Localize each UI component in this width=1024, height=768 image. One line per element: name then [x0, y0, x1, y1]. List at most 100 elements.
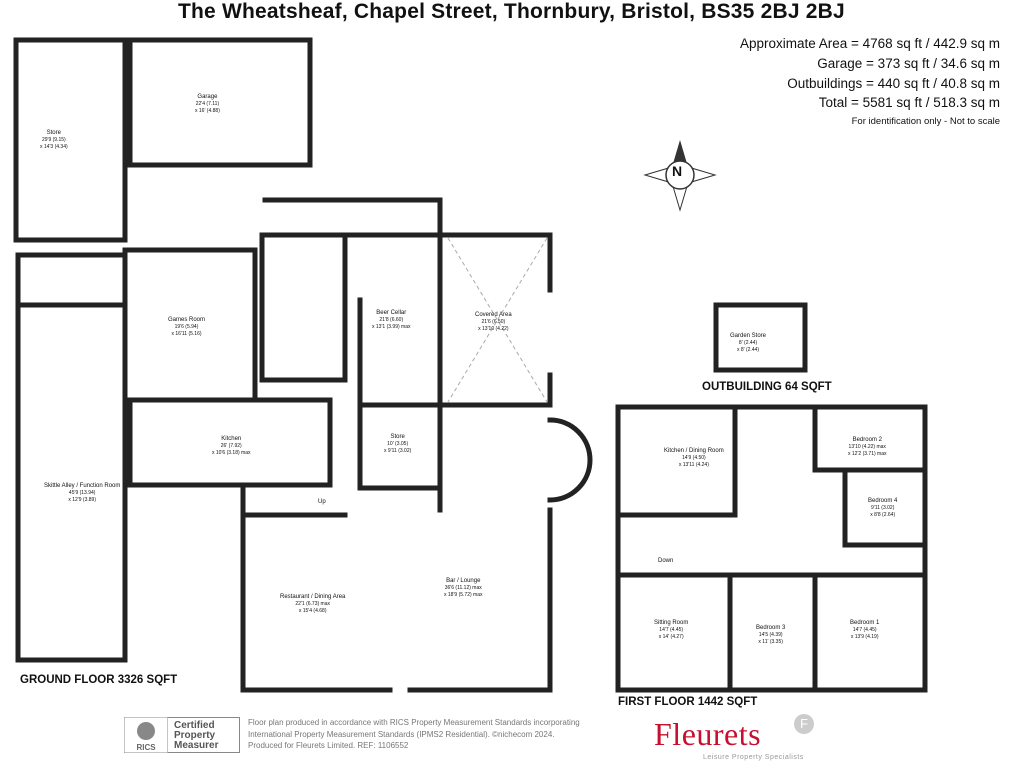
footer-line: Produced for Fleurets Limited. REF: 1106…: [248, 741, 409, 750]
room-name: Bar / Lounge: [446, 578, 481, 584]
room-dim: 36'6 (11.12) max: [444, 585, 482, 591]
brand-logo: Fleurets: [654, 716, 762, 752]
room-games: Games Room 19'6 (5.94) x 16'11 (5.16): [168, 317, 205, 338]
total-area: Total = 5581 sq ft / 518.3 sq m: [818, 95, 1000, 111]
room-dim: 19'6 (5.94): [174, 324, 199, 330]
rics-line: Certified: [174, 720, 215, 731]
room-name: Kitchen / Dining Room: [664, 448, 724, 454]
room-dim: x 13'9 (4.19): [850, 634, 879, 640]
room-dim: x 8' (2.44): [736, 347, 760, 353]
room-dim: x 8'8 (2.64): [870, 512, 896, 518]
wall-garden-store: [713, 302, 808, 373]
room-beer-cellar: Beer Cellar 21'8 (6.60) x 13'1 (3.99) ma…: [372, 310, 410, 331]
room-dim: 29'9 (9.15): [41, 137, 66, 143]
room-covered-area: Covered Area 21'6 (6.50) x 13'10 (4.22): [475, 312, 512, 333]
room-name: Garage: [197, 94, 218, 100]
wall-skittle: [15, 252, 128, 663]
room-name: Bedroom 1: [850, 620, 880, 626]
footer-line: International Property Measurement Stand…: [248, 729, 555, 739]
room-name: Sitting Room: [654, 620, 689, 626]
wall-restaurant: [240, 485, 553, 693]
wall-first-outer: [615, 404, 928, 693]
room-name: Store: [390, 434, 405, 440]
room-dim: 22'1 (6.73) max: [295, 601, 330, 607]
room-dim: x 12'9 (3.89): [68, 497, 96, 503]
room-dim: 21'8 (6.60): [379, 317, 404, 323]
room-dim: 14'9 (4.50): [681, 455, 706, 461]
compass-icon: [643, 140, 717, 212]
room-bedroom-2: Bedroom 2 13'10 (4.22) max x 12'2 (3.71)…: [848, 437, 886, 458]
area-summary: Approximate Area = 4768 sq ft / 442.9 sq…: [740, 34, 1000, 129]
room-dim: 14'7 (4.45): [852, 627, 877, 633]
page-title: The Wheatsheaf, Chapel Street, Thornbury…: [178, 0, 845, 23]
stairs-up-label: Up: [318, 499, 326, 505]
brand-tagline: Leisure Property Specialists: [703, 754, 804, 761]
room-name: Games Room: [168, 317, 206, 323]
scale-note: For identification only - Not to scale: [851, 116, 1000, 128]
wall-kitchen: [127, 397, 333, 488]
room-name: Covered Area: [475, 312, 512, 318]
room-garden-store: Garden Store 8' (2.44) x 8' (2.44): [730, 333, 766, 354]
room-dim: x 15'4 (4.68): [298, 608, 327, 614]
room-dim: 9'11 (3.02): [870, 505, 895, 511]
room-dim: 45'9 (13.94): [68, 490, 96, 496]
room-name: Beer Cellar: [376, 310, 407, 316]
wall-garage: [127, 37, 313, 168]
wall-bar-bay: [547, 417, 593, 503]
room-dim: 26' (7.92): [220, 443, 242, 449]
wall-top-bar: [262, 197, 443, 238]
room-dim: 22'4 (7.11): [195, 101, 220, 107]
room-sitting-room: Sitting Room 14'7 (4.45) x 14' (4.27): [654, 620, 688, 641]
room-dim: x 14'3 (4.34): [40, 144, 68, 150]
room-skittle-alley: Skittle Alley / Function Room 45'9 (13.9…: [44, 483, 120, 504]
room-dim: 14'7 (4.45): [659, 627, 684, 633]
room-name: Kitchen: [221, 436, 242, 442]
room-bedroom-3: Bedroom 3 14'5 (4.39) x 11' (3.35): [756, 625, 785, 646]
brand-mark-icon: F: [794, 714, 814, 734]
room-dim: x 14' (4.27): [658, 634, 684, 640]
footer-text: Floor plan produced in accordance with R…: [248, 717, 580, 752]
room-dim: 21'6 (6.50): [481, 319, 506, 325]
room-dim: x 13'10 (4.22): [478, 326, 509, 332]
room-dim: x 10'6 (3.18) max: [212, 450, 251, 456]
room-store-2: Store 10' (3.05) x 9'11 (3.02): [384, 434, 411, 455]
room-name: Garden Store: [730, 333, 767, 339]
first-floor-label: FIRST FLOOR 1442 SQFT: [618, 696, 758, 708]
rics-badge: Certified Property Measurer: [168, 717, 240, 753]
room-name: Bedroom 4: [868, 498, 898, 504]
room-dim: x 16'11 (5.16): [171, 331, 202, 337]
room-name: Restaurant / Dining Area: [280, 594, 346, 600]
room-kitchen-dining: Kitchen / Dining Room 14'9 (4.50) x 13'1…: [664, 448, 724, 469]
wall-store: [13, 37, 128, 243]
stairs-down-label: Down: [658, 558, 674, 564]
rics-logo-icon: RICS: [123, 716, 169, 754]
room-dim: 8' (2.44): [738, 340, 758, 346]
garage-area: Garage = 373 sq ft / 34.6 sq m: [817, 55, 1000, 71]
wall-wc: [259, 232, 348, 383]
room-dim: 14'5 (4.39): [758, 632, 783, 638]
room-garage: Garage 22'4 (7.11) x 16' (4.88): [195, 94, 220, 115]
room-name: Bedroom 2: [852, 437, 882, 443]
room-bar-lounge: Bar / Lounge 36'6 (11.12) max x 18'9 (5.…: [444, 578, 482, 599]
room-dim: x 13'11 (4.24): [678, 462, 709, 468]
room-store: Store 29'9 (9.15) x 14'3 (4.34): [40, 130, 68, 151]
room-restaurant: Restaurant / Dining Area 22'1 (6.73) max…: [280, 594, 345, 615]
approx-area: Approximate Area = 4768 sq ft / 442.9 sq…: [739, 36, 1000, 51]
room-dim: x 18'9 (5.72) max: [444, 592, 483, 598]
compass-letter: N: [672, 163, 683, 179]
room-name: Store: [46, 130, 61, 136]
outbuildings-area: Outbuildings = 440 sq ft / 40.8 sq m: [787, 75, 1000, 91]
room-dim: 10' (3.05): [387, 441, 409, 447]
room-dim: x 16' (4.88): [195, 108, 220, 114]
room-dim: x 11' (3.35): [758, 639, 783, 645]
room-dim: x 12'2 (3.71) max: [848, 451, 887, 457]
room-bedroom-1: Bedroom 1 14'7 (4.45) x 13'9 (4.19): [850, 620, 879, 641]
footer-line: Floor plan produced in accordance with R…: [248, 718, 580, 727]
room-kitchen: Kitchen 26' (7.92) x 10'6 (3.18) max: [212, 436, 250, 457]
room-dim: 13'10 (4.22) max: [848, 444, 886, 450]
room-bedroom-4: Bedroom 4 9'11 (3.02) x 8'8 (2.64): [868, 498, 897, 519]
rics-logo-text: RICS: [136, 743, 156, 752]
outbuilding-label: OUTBUILDING 64 SQFT: [702, 381, 832, 393]
ground-floor-label: GROUND FLOOR 3326 SQFT: [20, 674, 178, 686]
